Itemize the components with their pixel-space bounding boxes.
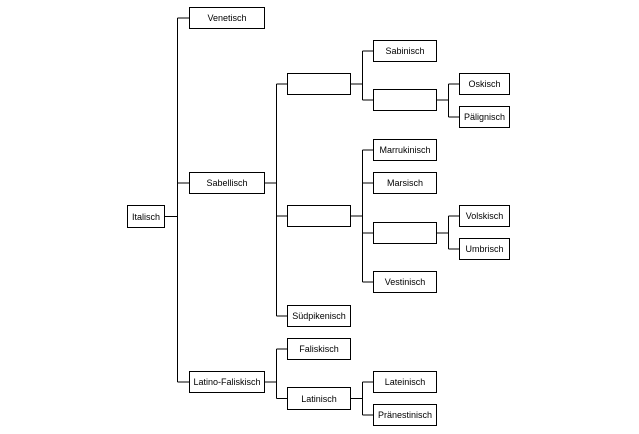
node-umbrisch: Umbrisch	[459, 238, 510, 260]
node-marsisch: Marsisch	[373, 172, 437, 194]
node-lateinisch: Lateinisch	[373, 371, 437, 393]
node-oskisch: Oskisch	[459, 73, 510, 95]
node-sabinisch: Sabinisch	[373, 40, 437, 62]
node-faliskisch: Faliskisch	[287, 338, 351, 360]
node-suedpikenisch: Südpikenisch	[287, 305, 351, 327]
node-sabellisch: Sabellisch	[189, 172, 265, 194]
node-venetisch: Venetisch	[189, 7, 265, 29]
node-italisch: Italisch	[127, 205, 165, 228]
node-sabellisch-group-a	[287, 73, 351, 95]
node-sabellisch-group-b	[287, 205, 351, 227]
node-vestinisch: Vestinisch	[373, 271, 437, 293]
node-marrukinisch: Marrukinisch	[373, 139, 437, 161]
node-praenestinisch: Pränestinisch	[373, 404, 437, 426]
node-umbrisch-group	[373, 222, 437, 244]
node-paelignisch: Pälignisch	[459, 106, 510, 128]
node-latinisch: Latinisch	[287, 387, 351, 410]
node-oskisch-group	[373, 89, 437, 111]
node-latino-faliskisch: Latino-Faliskisch	[189, 371, 265, 393]
node-volskisch: Volskisch	[459, 205, 510, 227]
